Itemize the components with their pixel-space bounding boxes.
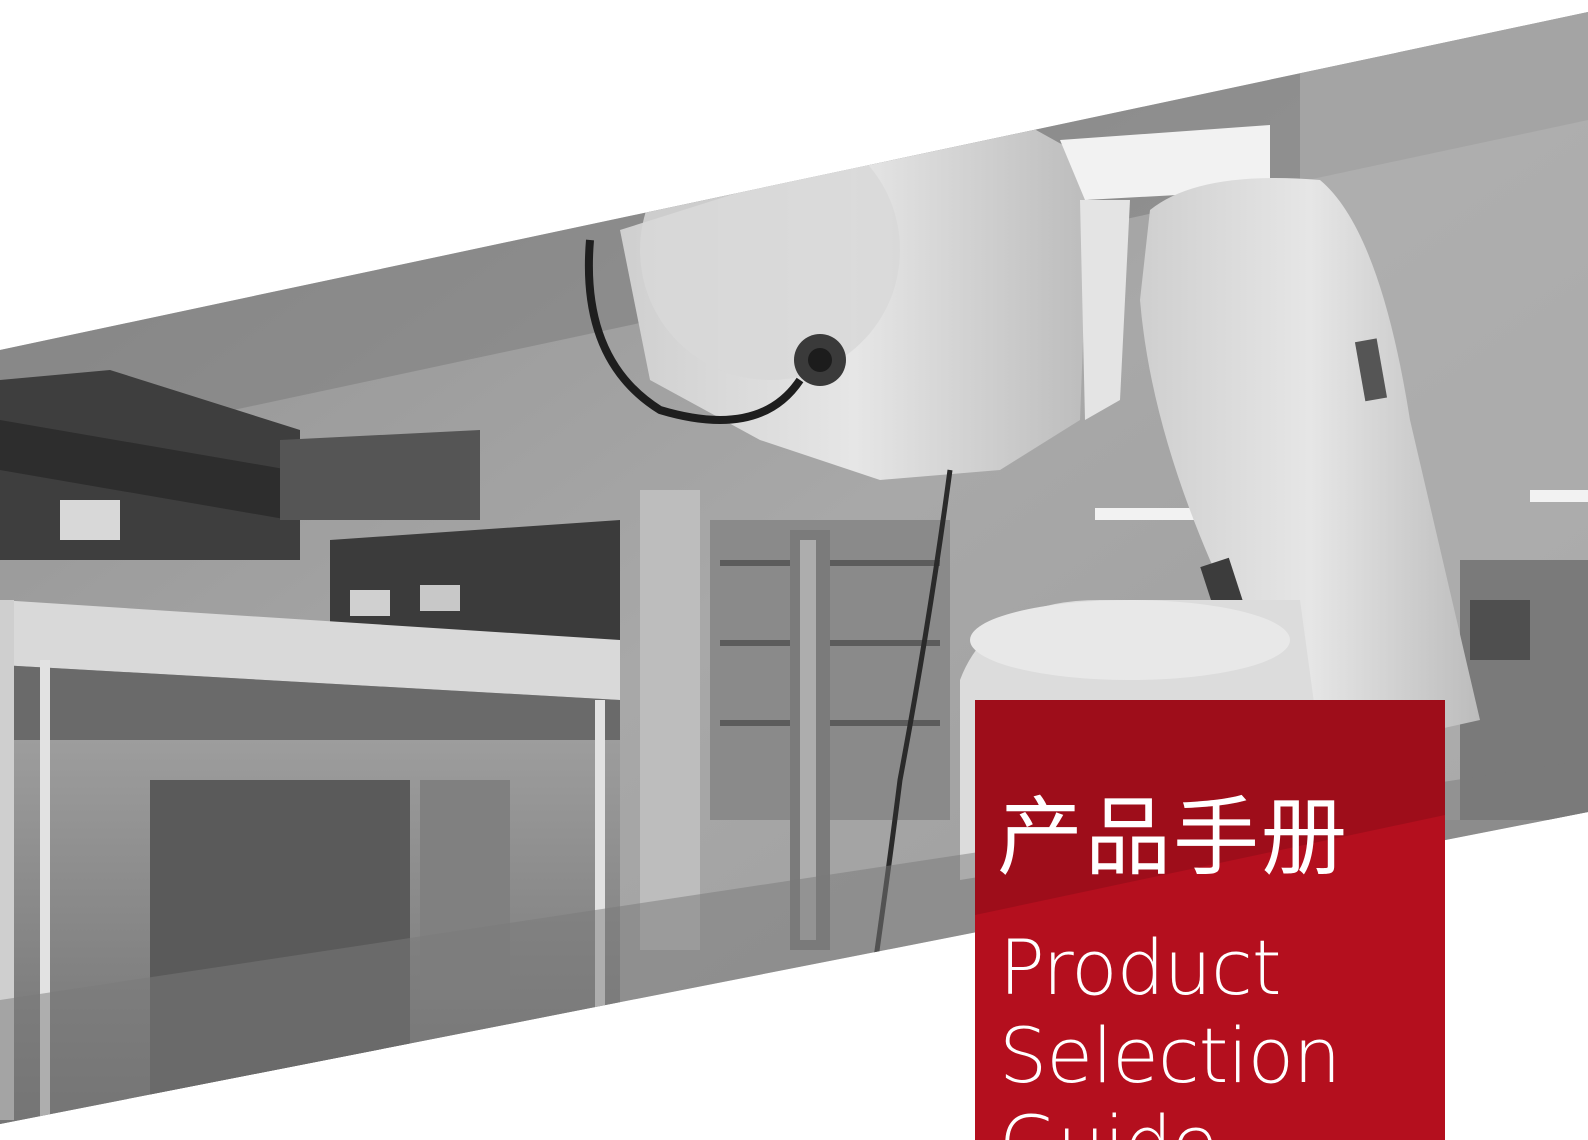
title-panel: 产品手册 Product Selection Guide [975,700,1445,1140]
title-chinese: 产品手册 [997,788,1349,888]
title-english-line-2: Selection [999,1011,1341,1100]
title-english-line-3: Guide [999,1106,1218,1140]
title-english-line-1: Product [999,923,1282,1012]
